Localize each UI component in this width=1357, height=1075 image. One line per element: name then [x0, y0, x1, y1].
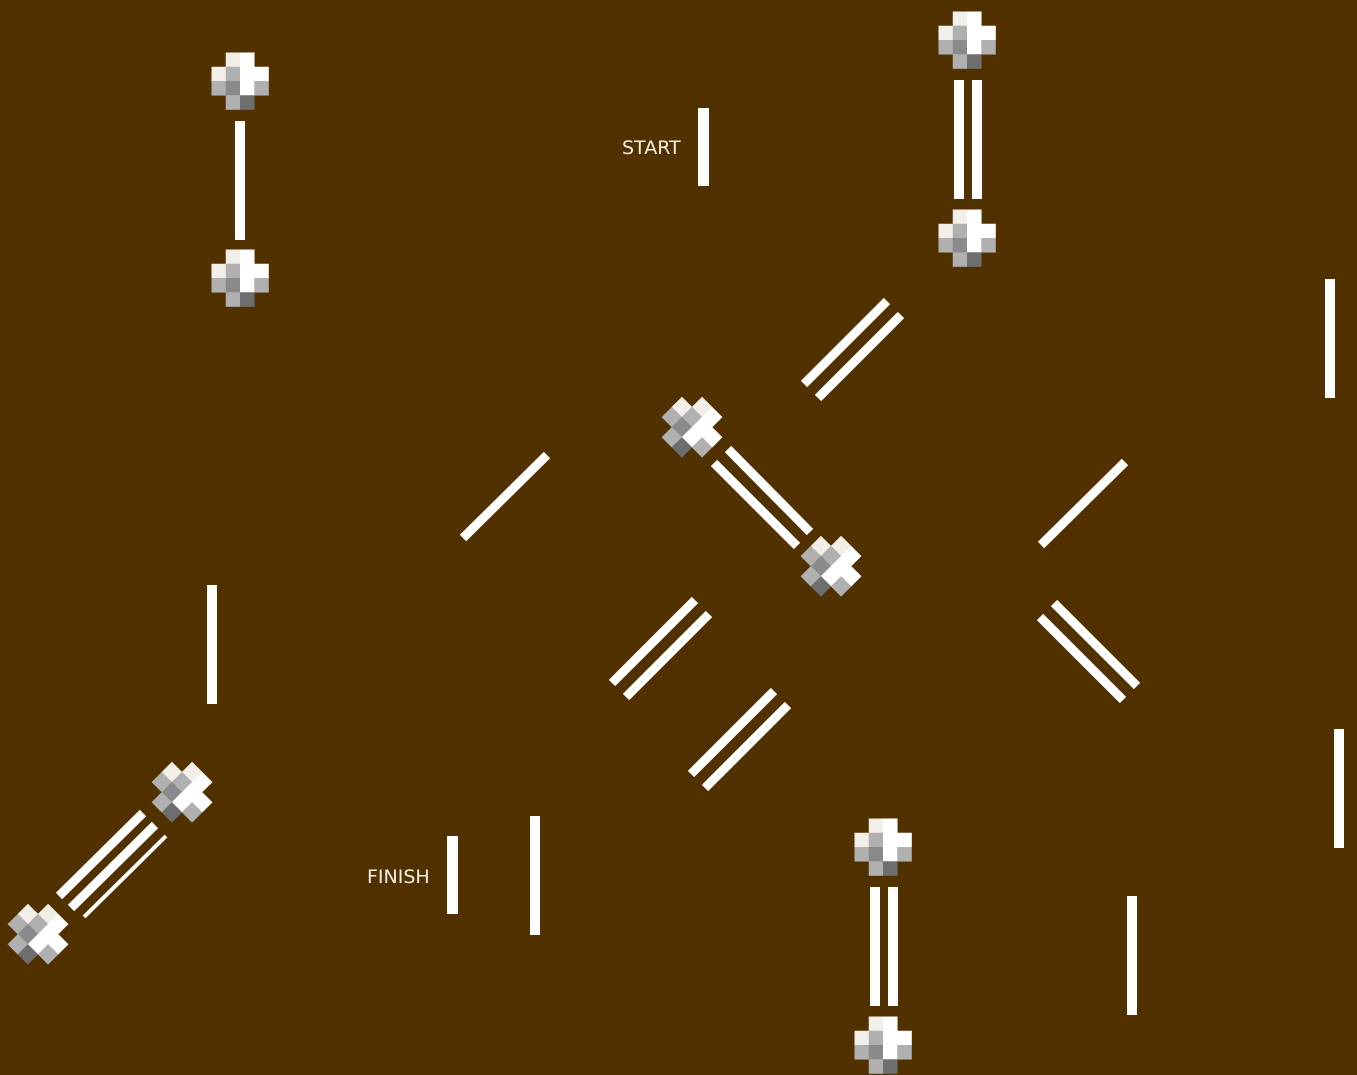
flag-pixel — [981, 238, 996, 253]
flag-pixel — [254, 278, 269, 293]
flag-pixel — [240, 53, 255, 68]
flag-pixel — [883, 861, 898, 876]
flag-pixel — [967, 26, 982, 41]
flag-pixel — [226, 278, 241, 293]
flag-pixel — [226, 53, 241, 68]
flag-pixel — [967, 210, 982, 225]
flag-pixel — [240, 292, 255, 307]
flag-pixel — [953, 54, 968, 69]
flag-pixel — [869, 1059, 884, 1074]
flag-pixel — [939, 224, 954, 239]
flag-pixel — [967, 252, 982, 267]
flag-pixel — [855, 847, 870, 862]
flag-pixel — [967, 40, 982, 55]
flag-pixel — [967, 238, 982, 253]
flag-pixel — [883, 819, 898, 834]
flag-pixel — [953, 238, 968, 253]
flag-pixel — [981, 26, 996, 41]
gate-line — [870, 887, 880, 1006]
flag-pixel — [254, 67, 269, 82]
flag-pixel — [240, 95, 255, 110]
flag-pixel — [869, 1017, 884, 1032]
flag-pixel — [869, 847, 884, 862]
flag-pixel — [855, 1045, 870, 1060]
flag-pixel — [254, 264, 269, 279]
flag-pixel — [967, 224, 982, 239]
flag-pixel — [869, 861, 884, 876]
flag-pixel — [883, 1045, 898, 1060]
gate-line — [954, 80, 964, 199]
flag-pixel — [953, 12, 968, 27]
finish-label: FINISH — [367, 866, 430, 888]
flag-pixel — [240, 81, 255, 96]
gate-line — [1325, 279, 1335, 398]
flag-pixel — [240, 67, 255, 82]
flag-pixel — [897, 833, 912, 848]
flag-pixel — [967, 54, 982, 69]
flag-pixel — [869, 833, 884, 848]
flag-pixel — [240, 264, 255, 279]
flag-pixel — [883, 1031, 898, 1046]
flag-pixel — [226, 292, 241, 307]
flag-pixel — [869, 1045, 884, 1060]
gate-line — [888, 887, 898, 1006]
flag-pixel — [953, 40, 968, 55]
flag-pixel — [953, 26, 968, 41]
flag-pixel — [212, 278, 227, 293]
flag-pixel — [869, 819, 884, 834]
flag-pixel — [939, 26, 954, 41]
start-label: START — [622, 137, 681, 159]
flag-pixel — [240, 250, 255, 265]
flag-pixel — [226, 95, 241, 110]
flag-pixel — [226, 264, 241, 279]
flag-pixel — [212, 67, 227, 82]
flag-pixel — [953, 210, 968, 225]
flag-pixel — [883, 833, 898, 848]
finish-gate-bar — [447, 836, 458, 914]
gate-line — [1334, 729, 1344, 848]
flag-pixel — [897, 1031, 912, 1046]
flag-pixel — [240, 278, 255, 293]
flag-pixel — [226, 67, 241, 82]
flag-pixel — [869, 1031, 884, 1046]
flag-pixel — [939, 238, 954, 253]
flag-pixel — [855, 1031, 870, 1046]
gate-line — [1127, 896, 1137, 1015]
flag-pixel — [212, 81, 227, 96]
flag-pixel — [883, 1017, 898, 1032]
flag-pixel — [855, 833, 870, 848]
gate-line — [235, 121, 245, 240]
flag-pixel — [953, 252, 968, 267]
flag-pixel — [981, 40, 996, 55]
flag-pixel — [226, 250, 241, 265]
gate-line — [207, 585, 217, 704]
flag-pixel — [981, 224, 996, 239]
flag-pixel — [883, 847, 898, 862]
gate-line — [530, 816, 540, 935]
flag-pixel — [939, 40, 954, 55]
gate-line — [972, 80, 982, 199]
flag-pixel — [967, 12, 982, 27]
start-gate-bar — [698, 108, 709, 186]
flag-pixel — [226, 81, 241, 96]
flag-pixel — [212, 264, 227, 279]
flag-pixel — [897, 847, 912, 862]
flag-pixel — [953, 224, 968, 239]
flag-pixel — [897, 1045, 912, 1060]
flag-pixel — [883, 1059, 898, 1074]
flag-pixel — [254, 81, 269, 96]
